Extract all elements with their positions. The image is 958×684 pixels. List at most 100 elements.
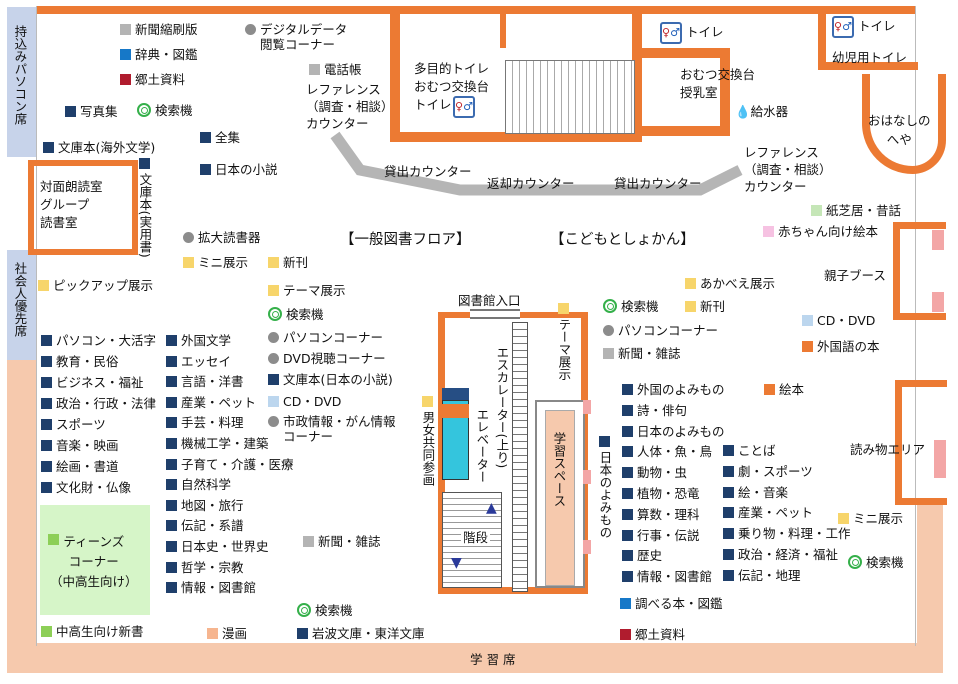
entrance-gap: [470, 309, 520, 319]
lending-counter-left: 貸出カウンター: [384, 164, 472, 179]
shelf-label: 日本史・世界史: [166, 539, 269, 554]
kids-toilet: 幼児用トイレ: [832, 50, 908, 65]
large-print-reader: 拡大読書器: [183, 230, 261, 245]
shelf-label: パソコン・大活字: [41, 333, 156, 348]
left-study-bar: [7, 360, 37, 670]
diaper-room-wall: [640, 48, 730, 136]
search-terminal-3: 検索機: [297, 603, 353, 618]
photo-books: 写真集: [65, 104, 118, 119]
toilet-block: [390, 8, 642, 142]
shelf-label: 音楽・映画: [41, 438, 119, 453]
search-terminal-4: 検索機: [603, 299, 659, 314]
digital-data-corner: デジタルデータ 閲覧コーナー: [245, 22, 347, 52]
toilet-top: ♀♂トイレ: [660, 22, 724, 44]
shelf-label: 政治・経済・福祉: [723, 547, 838, 562]
toilet-icon-1: ♀♂: [453, 96, 479, 118]
children-floor-title: 【こどもとしょかん】: [550, 232, 695, 248]
story-room: [862, 74, 946, 174]
top-wall: [36, 6, 916, 14]
iwanami-bunko: 岩波文庫・東洋文庫: [297, 626, 425, 641]
baby-picture-books: 赤ちゃん向け絵本: [763, 224, 878, 239]
bunko-practical: 文庫本(実用書): [137, 158, 152, 258]
phonebook: 電話帳: [309, 62, 362, 77]
theme-display-2: テーマ展示: [556, 303, 571, 381]
picture-books: 絵本: [764, 382, 804, 397]
search-terminal-5: 検索機: [848, 555, 904, 570]
shelf-label: 機械工学・建築: [166, 436, 269, 451]
shelf-label: ことば: [723, 443, 776, 458]
newspaper-reduced: 新聞縮刷版: [120, 22, 198, 37]
shelf-label: 絵・音楽: [723, 485, 788, 500]
akabe-display: あかべえ展示: [685, 276, 775, 291]
new-arrivals-2: 新刊: [685, 299, 725, 314]
toilet-right-wall: [632, 8, 642, 68]
escalator-label: エスカレーター(上り): [494, 346, 510, 469]
reference-counter-right: レファレンス （調査・相談） カウンター: [744, 145, 832, 194]
search-terminal-2: 検索機: [268, 307, 324, 322]
shelf-label: 文化財・仏像: [41, 480, 131, 495]
parent-booth-wall: [893, 222, 946, 320]
diaper-nursing-room: おむつ交換台 授乳室: [680, 67, 756, 101]
newspapers-1: 新聞・雑誌: [303, 534, 381, 549]
toilet-shaft: [505, 60, 635, 134]
shelf-label: 外国のよみもの: [622, 382, 725, 397]
cd-dvd-1: CD・DVD: [268, 394, 341, 409]
japanese-novels: 日本の小説: [200, 162, 278, 177]
toilet-wall-right: [818, 8, 918, 70]
reading-pink: [934, 440, 946, 478]
manga: 漫画: [207, 626, 247, 641]
shelf-label: 教育・民俗: [41, 354, 119, 369]
reference-counter-left: レファレンス （調査・相談） カウンター: [306, 82, 394, 131]
shelf-label: 情報・図書館: [622, 569, 712, 584]
reading-area-wall: [895, 380, 947, 505]
study-space-label: 学習スペース: [551, 432, 567, 507]
shelf-label: 詩・俳句: [622, 403, 687, 418]
shelf-label: 伝記・系譜: [166, 518, 244, 533]
civic-info-corner: 市政情報・がん情報 コーナー: [268, 414, 396, 444]
stairs-up-arrow: ▲: [486, 500, 497, 516]
outer-frame: [36, 6, 916, 646]
complete-works: 全集: [200, 130, 240, 145]
teens-corner-label: ティーンズ コーナー （中高生向け）: [50, 534, 138, 589]
study-pink-3: [583, 540, 591, 554]
cd-dvd-2: CD・DVD: [802, 313, 875, 328]
reading-room-label: 対面朗読室 グループ 読書室: [40, 179, 103, 231]
shelf-label: 地図・旅行: [166, 498, 244, 513]
escalator: [512, 322, 528, 592]
multipurpose-toilet-label: 多目的トイレ おむつ交換台 トイレ: [414, 61, 490, 113]
elevator-top: [442, 388, 469, 400]
elevator-door: [442, 404, 469, 418]
pickup-display: ピックアップ展示: [38, 278, 153, 293]
shelf-label: 情報・図書館: [166, 580, 256, 595]
shelf-label: 言語・洋書: [166, 374, 244, 389]
japanese-yomimono-vertical: 日本のよみもの: [597, 436, 612, 539]
theme-display-1: テーマ展示: [268, 283, 346, 298]
study-space-inner: [545, 410, 575, 586]
shelf-label: 伝記・地理: [723, 568, 801, 583]
pc-corner-2: パソコンコーナー: [603, 323, 718, 338]
foreign-language-books: 外国語の本: [802, 339, 880, 354]
shelf-label: 人体・魚・鳥: [622, 444, 712, 459]
study-seats-label: 学 習 席: [470, 652, 516, 667]
shelf-label: 自然科学: [166, 477, 231, 492]
water-drop-icon: 💧: [735, 104, 751, 119]
dvd-corner: DVD視聴コーナー: [268, 351, 386, 366]
shelf-label: 子育て・介護・医療: [166, 457, 294, 472]
priority-seats-label: 社会人優先席: [12, 262, 28, 337]
shelf-label: 絵画・書道: [41, 459, 119, 474]
right-study-bar: [917, 505, 943, 673]
shelf-label: 植物・恐竜: [622, 486, 700, 501]
booth-pink-1: [932, 230, 944, 250]
shelf-label: 動物・虫: [622, 465, 687, 480]
reading-area: 読み物エリア: [850, 442, 926, 457]
teens-corner-marker: [48, 534, 59, 545]
shelf-label: 歴史: [622, 548, 662, 563]
shelf-label: 哲学・宗教: [166, 560, 244, 575]
dictionary: 辞典・図鑑: [120, 47, 198, 62]
teens-corner: [40, 505, 150, 615]
bunko-overseas: 文庫本(海外文学): [43, 140, 155, 155]
search-terminal-1: 検索機: [137, 103, 193, 118]
local-material-2: 郷土資料: [620, 627, 685, 642]
bottom-study-bar: [7, 643, 943, 673]
